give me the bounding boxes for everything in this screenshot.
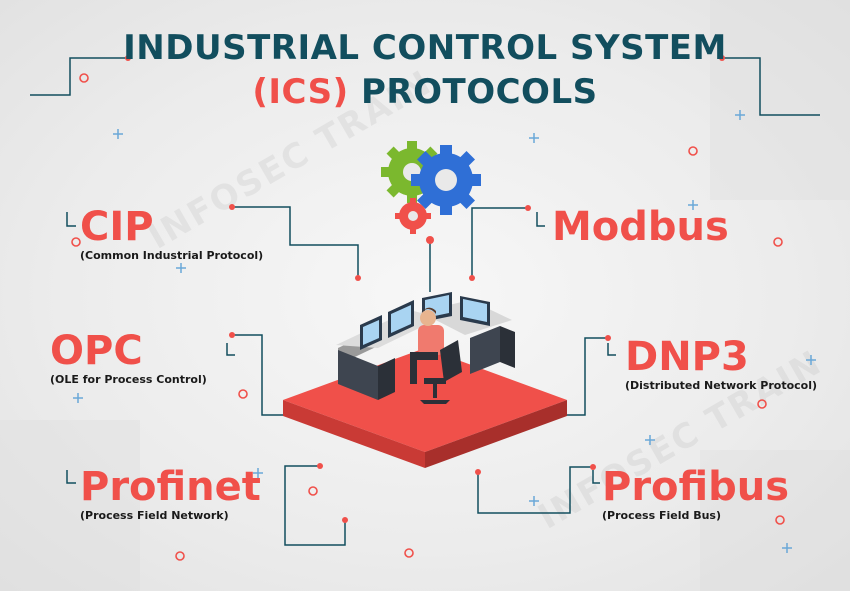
protocol-name: CIP	[80, 204, 154, 250]
protocol-dnp3: DNP3 (Distributed Network Protocol)	[625, 336, 817, 392]
protocol-name: OPC	[50, 328, 143, 374]
protocol-fullname: (Distributed Network Protocol)	[625, 379, 818, 392]
chair	[420, 340, 462, 404]
protocol-fullname: (Process Field Bus)	[602, 509, 721, 522]
protocol-cip: CIP (Common Industrial Protocol)	[80, 206, 263, 262]
protocol-modbus: Modbus	[552, 206, 729, 248]
title-rest: PROTOCOLS	[348, 72, 598, 112]
protocol-name: Profibus	[602, 464, 790, 510]
protocol-fullname: (Common Industrial Protocol)	[80, 249, 264, 262]
protocol-name: Modbus	[552, 204, 729, 250]
protocol-name: DNP3	[625, 334, 749, 380]
protocol-fullname: (Process Field Network)	[80, 509, 229, 522]
protocol-profibus: Profibus (Process Field Bus)	[602, 466, 789, 522]
operator-figure	[410, 307, 444, 384]
title-accent: (ICS)	[252, 72, 349, 112]
page-title: INDUSTRIAL CONTROL SYSTEM	[123, 28, 727, 68]
protocol-profinet: Profinet (Process Field Network)	[80, 466, 261, 522]
protocol-name: Profinet	[80, 464, 261, 510]
protocol-opc: OPC (OLE for Process Control)	[50, 330, 207, 386]
control-room-illustration	[283, 292, 567, 468]
gear-icon	[381, 141, 481, 234]
protocol-fullname: (OLE for Process Control)	[50, 373, 207, 386]
page-subtitle: (ICS) PROTOCOLS	[0, 72, 850, 112]
